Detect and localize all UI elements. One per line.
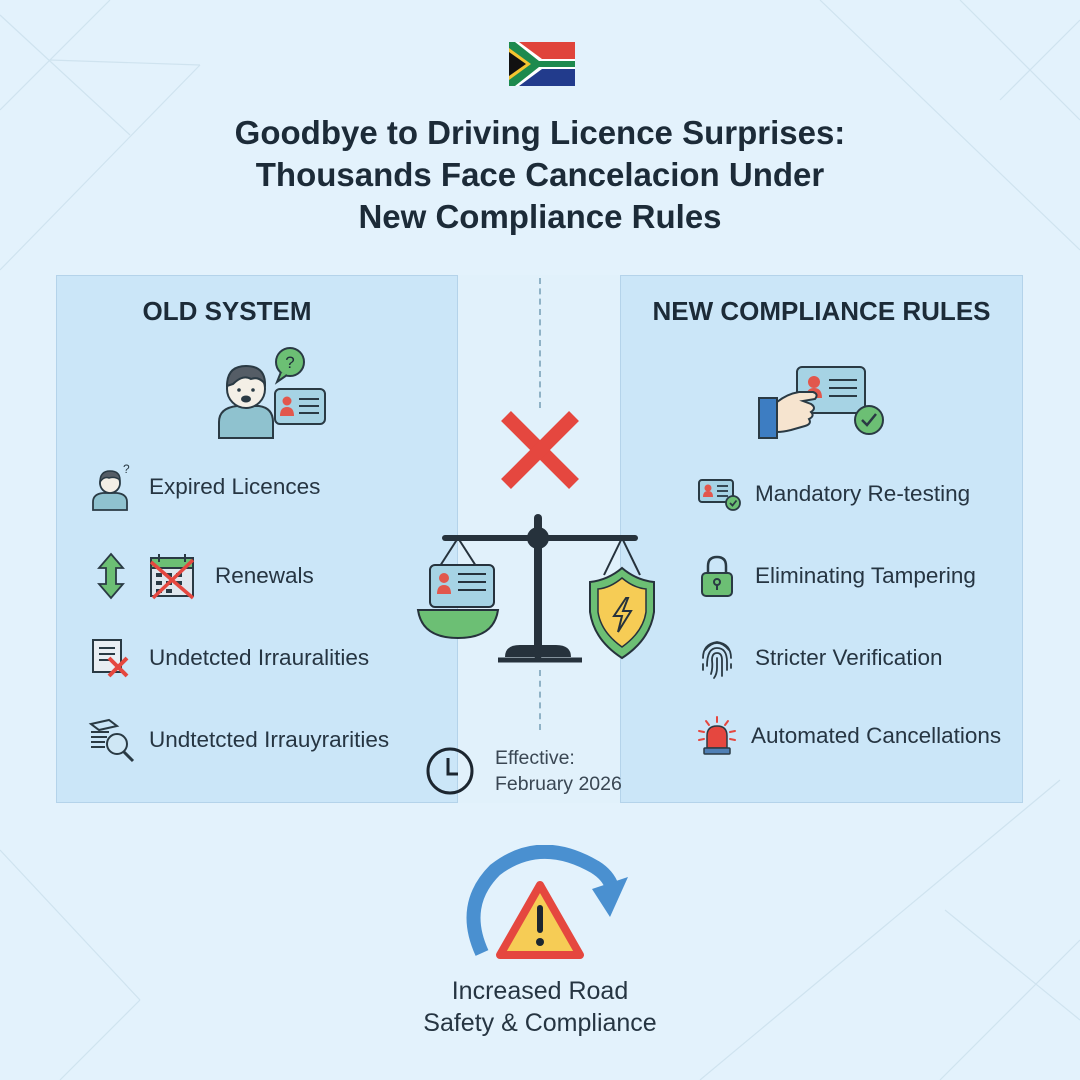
new-item-eliminating-tampering: Eliminating Tampering (699, 554, 976, 598)
old-item-label: Expired Licences (149, 474, 321, 499)
new-rules-panel: NEW COMPLIANCE RULES Mandatory Re-testi (620, 275, 1023, 803)
padlock-icon (699, 554, 755, 598)
new-rules-title: NEW COMPLIANCE RULES (652, 296, 991, 326)
confused-person-with-licence-card-icon: ? (218, 347, 326, 439)
old-system-panel: OLD SYSTEM ? ? Expired Licences (56, 275, 458, 803)
red-x-icon (501, 411, 579, 489)
svg-text:?: ? (285, 353, 294, 372)
outcome-line-2: Safety & Compliance (423, 1009, 657, 1037)
outcome-text: Increased Road Safety & Compliance (340, 975, 740, 1039)
document-with-x-icon (91, 636, 149, 680)
hand-holding-verified-licence-icon (758, 366, 884, 439)
old-item-expired-licences: ? Expired Licences (91, 462, 320, 512)
effective-date: Effective: February 2026 (425, 745, 622, 797)
warning-triangle-with-circular-arrow-icon (466, 845, 628, 959)
effective-date-value: February 2026 (495, 773, 622, 795)
page-title: Goodbye to Driving Licence Surprises: Th… (140, 112, 940, 238)
title-line-1: Goodbye to Driving Licence Surprises: (234, 114, 846, 151)
clock-icon (426, 747, 474, 795)
effective-label: Effective: (495, 747, 575, 769)
new-item-label: Automated Cancellations (751, 723, 1002, 748)
old-system-title: OLD SYSTEM (142, 296, 312, 326)
new-item-automated-cancellations: Automated Cancellations (695, 716, 1001, 756)
new-item-mandatory-retesting: Mandatory Re-testing (697, 476, 970, 512)
old-item-undetected-irregularities-2: Undtetcted Irrauyrarities (87, 716, 389, 764)
new-item-label: Eliminating Tampering (755, 563, 976, 588)
svg-text:?: ? (123, 462, 130, 476)
fingerprint-icon (699, 636, 755, 680)
south-africa-flag-icon (509, 42, 575, 86)
old-item-undetected-irregularities-1: Undetcted Irrauralities (91, 636, 369, 680)
center-divider-top (539, 278, 541, 408)
licence-check-icon (697, 476, 755, 512)
arrows-and-crossed-calendar-icon (91, 552, 215, 600)
balance-scale-icon (416, 514, 655, 663)
center-divider-bottom (539, 670, 541, 730)
siren-icon (695, 716, 751, 756)
new-item-stricter-verification: Stricter Verification (699, 636, 943, 680)
title-line-2: Thousands Face Cancelacion Under (255, 156, 825, 193)
old-item-label: Undetcted Irrauralities (149, 645, 370, 670)
title-line-3: New Compliance Rules (358, 198, 722, 235)
old-item-label: Renewals (215, 563, 314, 588)
stacked-papers-magnifier-icon (87, 716, 149, 764)
old-item-renewals: Renewals (91, 552, 314, 600)
outcome-line-1: Increased Road (451, 977, 629, 1005)
confused-person-icon: ? (91, 462, 149, 512)
new-item-label: Stricter Verification (755, 645, 943, 670)
old-item-label: Undtetcted Irrauyrarities (149, 727, 390, 752)
new-item-label: Mandatory Re-testing (755, 481, 971, 506)
